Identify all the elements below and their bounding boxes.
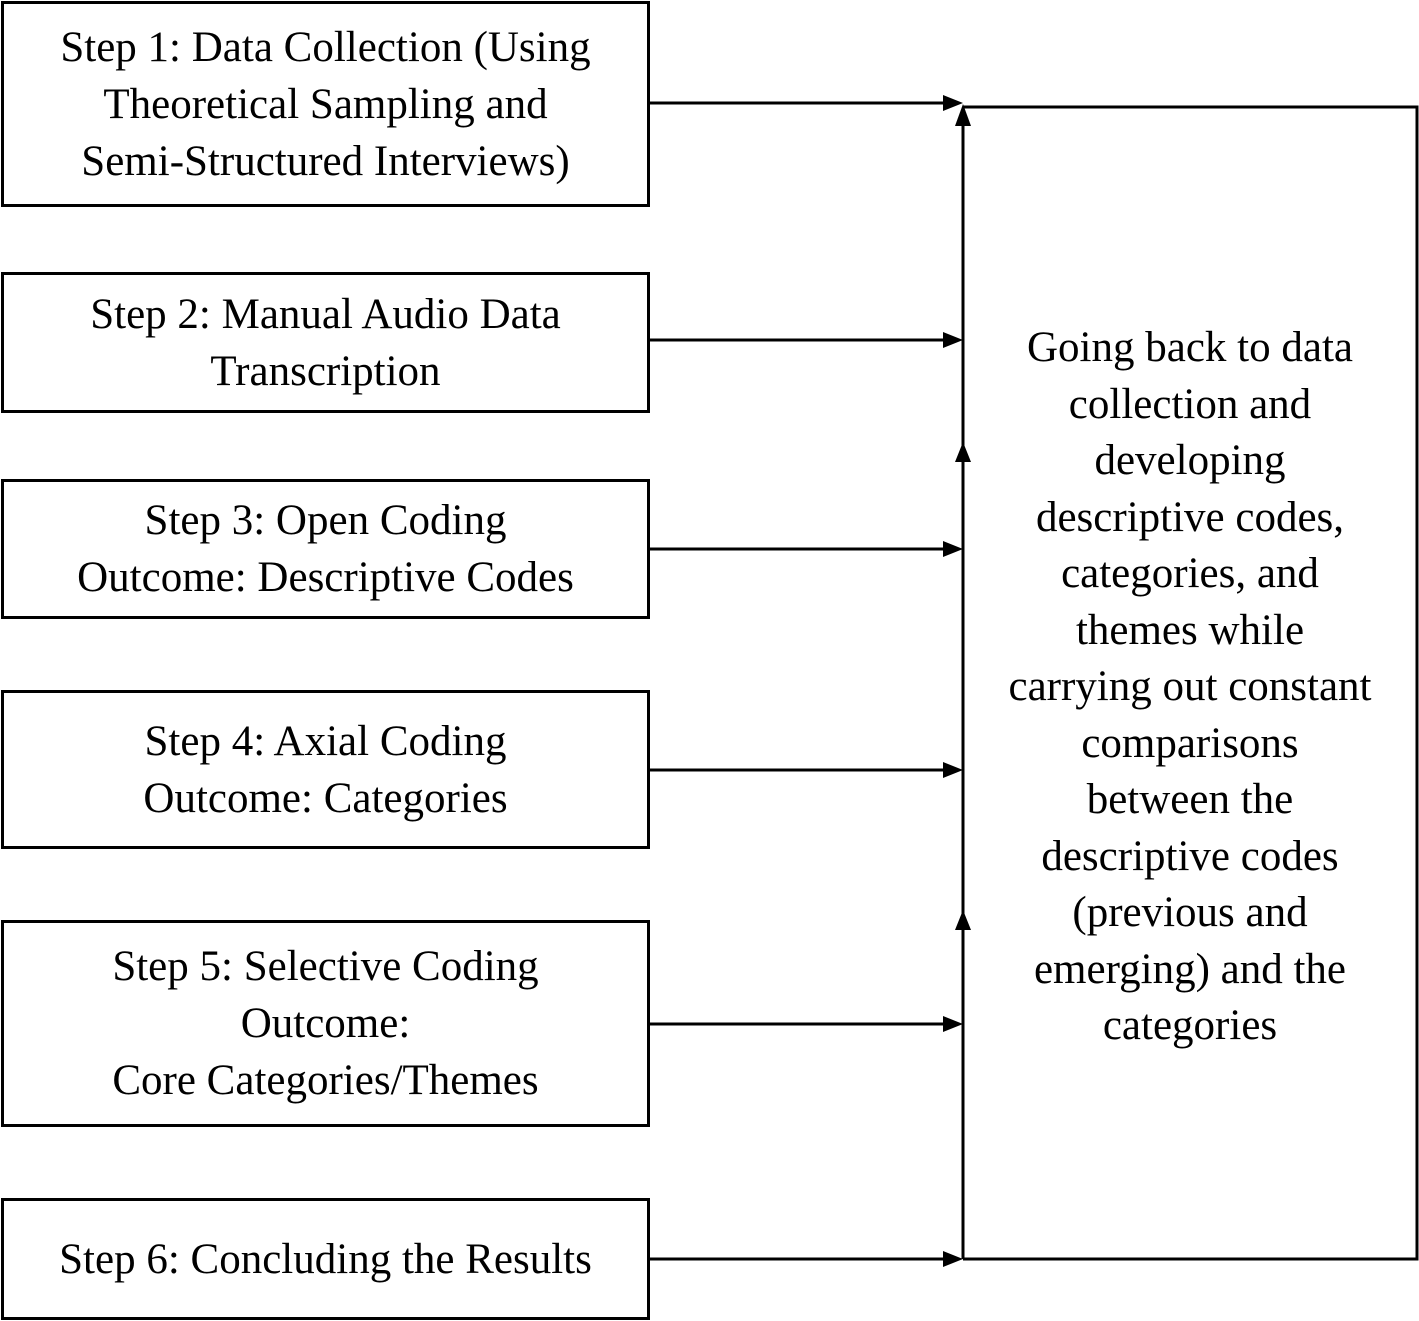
up-arrowhead-top [955,104,971,126]
step-4-label: Step 4: Axial Coding Outcome: Categories [143,717,508,822]
step-3-label: Step 3: Open Coding Outcome: Descriptive… [77,497,574,601]
up-arrowhead-lower [955,910,971,930]
step-5-box: Step 5: Selective Coding Outcome: Core C… [1,920,650,1127]
step-6-box: Step 6: Concluding the Results [1,1198,650,1320]
step-1-box: Step 1: Data Collection (Using Theoretic… [1,1,650,207]
step-4-box: Step 4: Axial Coding Outcome: Categories [1,690,650,849]
up-arrowhead-middle [955,442,971,462]
step-2-label: Step 2: Manual Audio Data Transcription [90,290,561,395]
arrow-step-1-head [943,95,963,111]
step-6-label: Step 6: Concluding the Results [59,1235,592,1283]
arrow-step-6-head [943,1251,963,1267]
arrow-step-5-head [943,1016,963,1032]
step-3-box: Step 3: Open Coding Outcome: Descriptive… [1,479,650,619]
arrow-step-3-head [943,541,963,557]
arrow-step-4-head [943,762,963,778]
feedback-frame [963,105,1419,1261]
step-5-label: Step 5: Selective Coding Outcome: Core C… [112,943,539,1104]
arrow-step-2-head [943,332,963,348]
step-2-box: Step 2: Manual Audio Data Transcription [1,272,650,413]
step-1-label: Step 1: Data Collection (Using Theoretic… [60,23,591,185]
feedback-description: Going back to data collection and develo… [1008,324,1372,1049]
